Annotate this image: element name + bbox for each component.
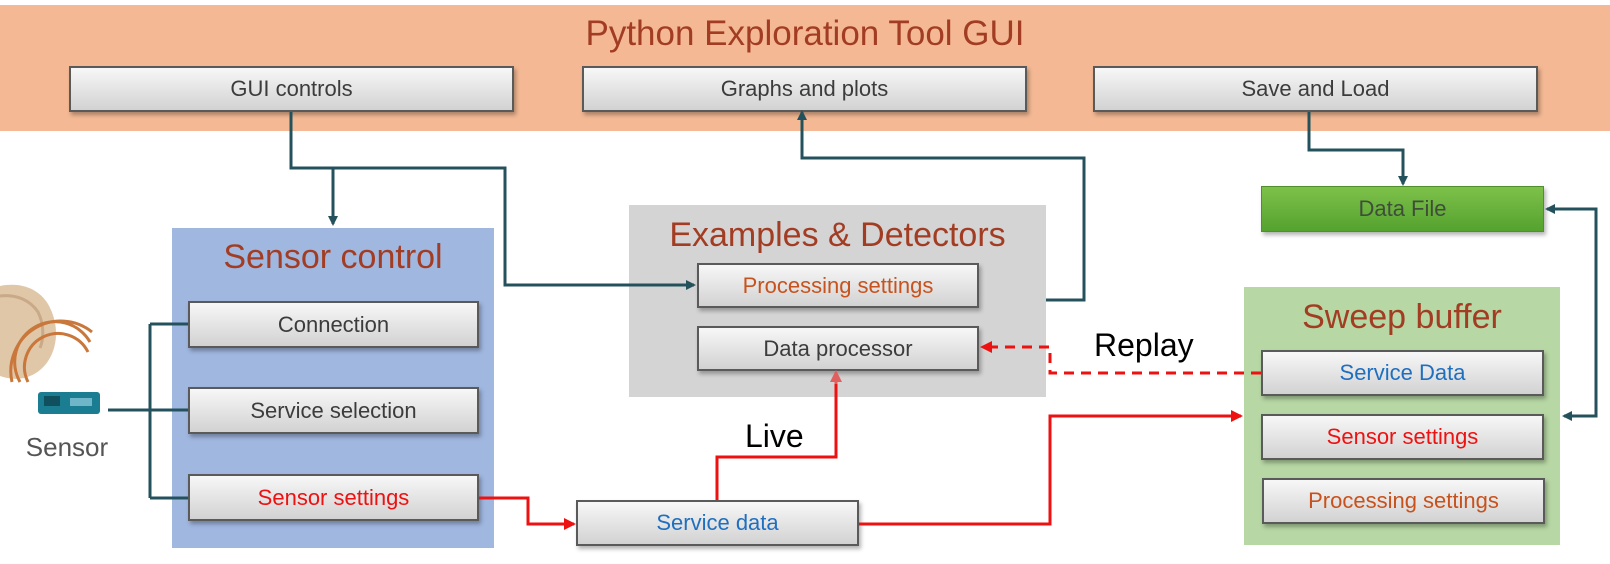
sweep-service-data-box: Service Data bbox=[1261, 350, 1544, 396]
replay-label: Replay bbox=[1094, 327, 1194, 363]
sensor-label: Sensor bbox=[25, 432, 109, 462]
sensor-icon bbox=[0, 284, 100, 414]
data-file-box: Data File bbox=[1261, 186, 1544, 232]
sensor-control-title: Sensor control bbox=[223, 238, 443, 276]
gui-to-processing-settings-arrow bbox=[313, 166, 696, 290]
page-title: Python Exploration Tool GUI bbox=[585, 14, 1025, 53]
gui-to-sensor-control-arrow bbox=[289, 112, 338, 226]
service-data-to-sweep-arrow bbox=[859, 410, 1243, 526]
service-selection-box: Service selection bbox=[188, 387, 479, 434]
connection-box: Connection bbox=[188, 301, 479, 348]
sweep-buffer-title: Sweep buffer bbox=[1302, 298, 1502, 336]
save-and-load-box: Save and Load bbox=[1093, 66, 1538, 112]
live-label: Live bbox=[745, 418, 804, 454]
sweep-sensor-settings-box: Sensor settings bbox=[1261, 414, 1544, 460]
processing-settings-box: Processing settings bbox=[697, 263, 979, 308]
examples-detectors-title: Examples & Detectors bbox=[669, 216, 1006, 254]
replay-flow-arrow bbox=[980, 341, 1261, 375]
sensor-settings-to-service-data-arrow bbox=[479, 496, 576, 530]
sensor-settings-box: Sensor settings bbox=[188, 474, 479, 521]
graphs-and-plots-box: Graphs and plots bbox=[582, 66, 1027, 112]
examples-to-graphs-arrow bbox=[797, 110, 1086, 302]
data-file-sweep-buffer-arrow bbox=[1547, 207, 1598, 421]
sweep-processing-settings-box: Processing settings bbox=[1262, 478, 1545, 524]
live-flow-arrow bbox=[715, 374, 838, 500]
service-data-box: Service data bbox=[576, 500, 859, 546]
gui-controls-box: GUI controls bbox=[69, 66, 514, 112]
save-load-to-data-file-arrow bbox=[1307, 112, 1408, 186]
